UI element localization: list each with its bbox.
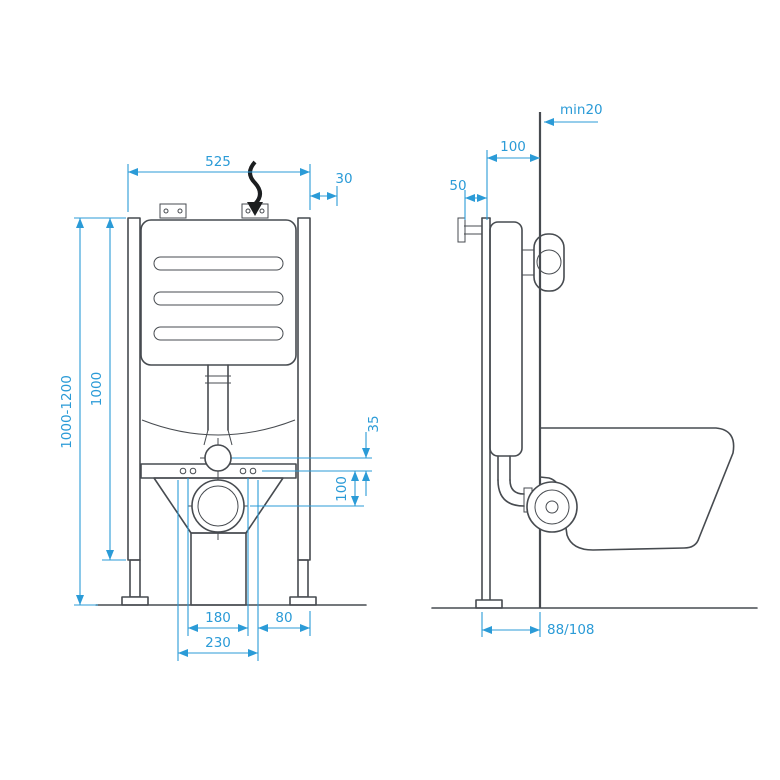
flush-connection-circle xyxy=(204,444,232,472)
fixing-bolts xyxy=(179,467,257,475)
dim-label-width-top: 525 xyxy=(205,154,231,170)
tank-slot-3 xyxy=(153,326,284,341)
frame-leg-right xyxy=(297,559,309,598)
dim-label-outlet-drop: 100 xyxy=(334,476,350,502)
dim-label-wall-clearance: min20 xyxy=(560,102,603,118)
side-view-dimensions: min20 100 50 88/108 xyxy=(449,102,602,638)
water-inlet-arrow-icon xyxy=(247,160,263,216)
foot-plate-right xyxy=(289,596,317,606)
cistern-side-profile xyxy=(489,221,523,457)
front-view xyxy=(95,160,367,606)
frame-leg-left xyxy=(129,559,141,598)
drain-outlet-inner-circle xyxy=(197,485,239,527)
tank-slot-1 xyxy=(153,256,284,271)
dim-label-height-range: 1000-1200 xyxy=(59,375,75,449)
drain-outlet-flange xyxy=(526,481,578,533)
top-bracket-arm xyxy=(457,217,482,243)
drain-duct xyxy=(190,532,247,606)
dim-label-bracket-depth: 50 xyxy=(449,178,466,194)
cistern-tank xyxy=(140,219,297,366)
drain-outlet-outer-circle xyxy=(191,479,245,533)
dim-label-flush-offset: 35 xyxy=(366,415,382,432)
dim-label-frame-depth: 100 xyxy=(500,139,526,155)
frame-rail-right xyxy=(297,217,311,561)
flush-pipe xyxy=(203,364,233,446)
bowl-seat-curve xyxy=(141,419,296,436)
dim-label-edge-offset: 80 xyxy=(275,610,292,626)
wall-fixing-disc xyxy=(522,233,565,292)
dim-label-outlet-depth: 88/108 xyxy=(547,622,595,638)
frame-rail-left xyxy=(127,217,141,561)
foot-plate-side xyxy=(475,599,503,609)
front-view-dimensions: 525 30 1000-1200 1000 35 100 180 xyxy=(59,154,382,661)
side-view xyxy=(431,112,758,609)
dim-label-outer-spacing: 230 xyxy=(205,635,231,651)
dim-label-top-right-offset: 30 xyxy=(335,171,352,187)
dim-label-frame-height: 1000 xyxy=(89,372,105,406)
dim-label-bolt-spacing: 180 xyxy=(205,610,231,626)
tank-slot-2 xyxy=(153,291,284,306)
foot-plate-left xyxy=(121,596,149,606)
mounting-tab-left xyxy=(159,203,187,219)
